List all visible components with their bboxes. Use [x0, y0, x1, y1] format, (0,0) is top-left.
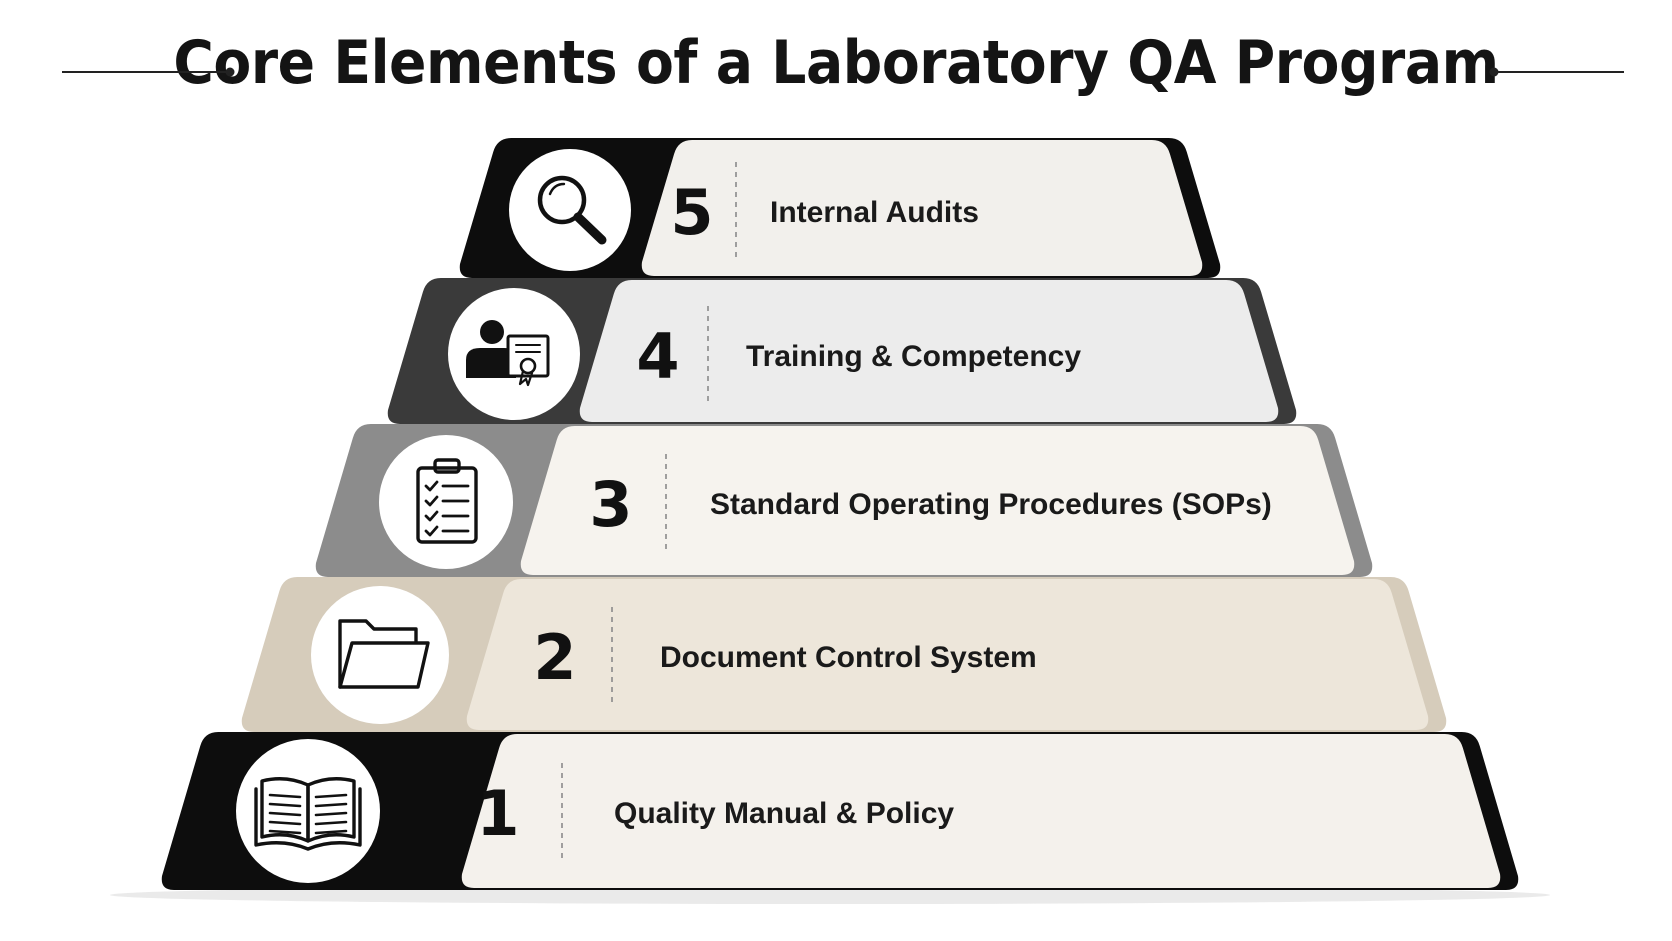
tier-1: 1 Quality Manual & Policy — [161, 732, 1519, 890]
base-shadow — [110, 886, 1550, 904]
tier-1-number: 1 — [476, 777, 519, 850]
tier-2-label: Document Control System — [660, 641, 1037, 674]
page-title: Core Elements of a Laboratory QA Program — [173, 28, 1499, 98]
tier-2: 2 Document Control System — [241, 577, 1447, 732]
tier-5-panel — [641, 140, 1203, 276]
open-book-icon — [254, 777, 362, 851]
tier-3-panel — [520, 426, 1355, 575]
tier-5: 5 Internal Audits — [459, 138, 1221, 278]
title-decoration — [62, 67, 1624, 77]
tier-2-panel — [466, 579, 1429, 730]
tier-3: 3 Standard Operating Procedures (SOPs) — [315, 424, 1373, 577]
folder-icon — [338, 619, 430, 689]
tier-4-label: Training & Competency — [746, 340, 1081, 373]
tier-5-icon-badge — [509, 149, 631, 271]
magnifying-glass-icon — [537, 175, 607, 245]
tier-2-number: 2 — [533, 621, 576, 694]
clipboard-checklist-icon — [416, 458, 478, 544]
tier-4-number: 4 — [636, 320, 679, 393]
tier-1-panel — [461, 734, 1501, 888]
tier-5-number: 5 — [670, 176, 713, 249]
person-certificate-icon — [466, 320, 550, 387]
title-rule-left-dot — [225, 67, 235, 77]
tier-1-label: Quality Manual & Policy — [614, 797, 954, 830]
tier-3-number: 3 — [589, 468, 632, 541]
tier-5-label: Internal Audits — [770, 196, 979, 229]
tier-2-icon-badge — [311, 586, 449, 724]
title-rule-right-dot — [1489, 67, 1499, 77]
tier-3-label: Standard Operating Procedures (SOPs) — [710, 488, 1272, 521]
tier-4-panel — [579, 280, 1279, 422]
tier-4: 4 Training & Competency — [387, 278, 1297, 424]
